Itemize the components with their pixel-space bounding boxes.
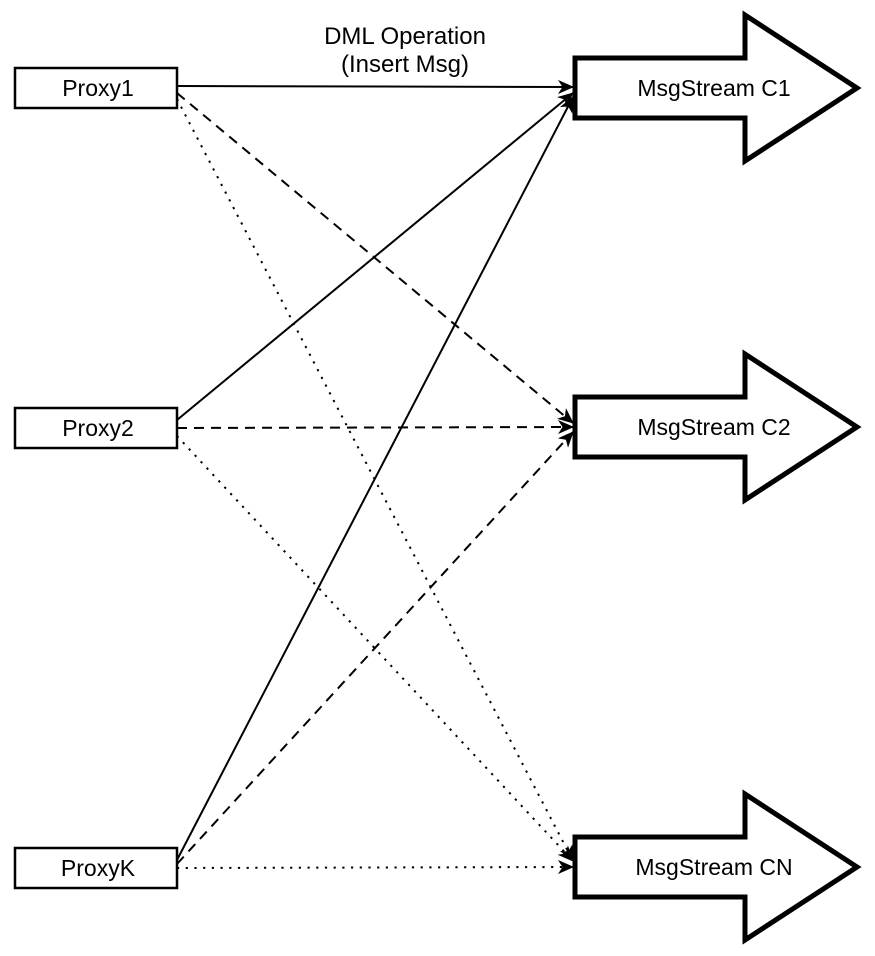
msgstream-c1-arrow-shape — [572, 10, 862, 166]
edge-proxyk-cn — [176, 860, 574, 875]
proxy1-node: Proxy1 — [13, 66, 179, 110]
msgstream-c2-arrow-shape — [572, 349, 862, 505]
proxy2-label: Proxy2 — [62, 415, 134, 441]
dml-operation-label-line2: (Insert Msg) — [341, 51, 469, 78]
proxyk-node: ProxyK — [13, 846, 179, 890]
msgstream-c1-label: MsgStream C1 — [637, 75, 790, 101]
dml-operation-label: DML Operation (Insert Msg) — [324, 23, 486, 78]
proxyk-box — [13, 846, 179, 890]
msgstream-c1-node: MsgStream C1 — [572, 10, 862, 166]
msgstream-cn-node: MsgStream CN — [572, 789, 862, 945]
proxy1-label: Proxy1 — [62, 75, 134, 101]
edge-proxyk-c2 — [176, 431, 574, 865]
edge-proxyk-c1 — [176, 96, 574, 861]
proxyk-label: ProxyK — [61, 855, 136, 881]
edge-group — [176, 79, 574, 875]
proxy2-node: Proxy2 — [13, 406, 179, 450]
edge-proxy2-cn — [176, 435, 574, 862]
edge-proxy2-c1 — [176, 92, 574, 421]
msgstream-c2-node: MsgStream C2 — [572, 349, 862, 505]
msgstream-cn-arrow-shape — [572, 789, 862, 945]
proxy1-box — [13, 66, 179, 110]
msgstream-cn-label: MsgStream CN — [635, 854, 792, 880]
edge-proxy2-c2 — [176, 420, 574, 435]
msgstream-c2-label: MsgStream C2 — [637, 414, 790, 440]
edge-proxy1-c2 — [176, 92, 574, 424]
edge-proxy1-c1 — [176, 79, 574, 94]
dml-operation-label-line1: DML Operation — [324, 23, 486, 50]
proxy2-box — [13, 406, 179, 450]
